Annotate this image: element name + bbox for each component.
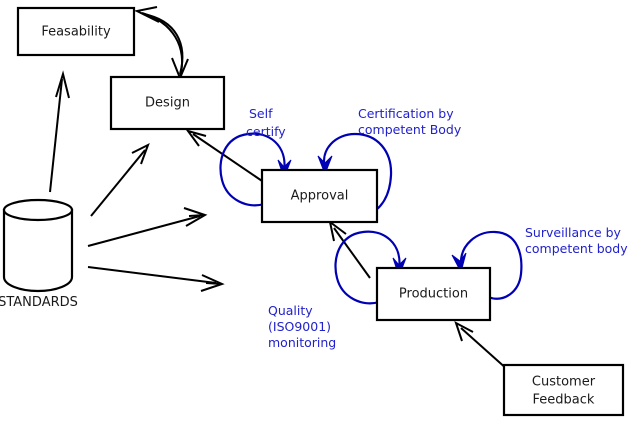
flow-approval-to-design bbox=[185, 129, 269, 186]
annotation-self-certify-line1: Self bbox=[249, 106, 273, 121]
node-approval[interactable]: Approval bbox=[260, 168, 379, 224]
flow-customer-feedback-to-production bbox=[454, 320, 509, 371]
flow-standards-to-design bbox=[90, 142, 150, 217]
annotation-self-certify-line2: certify bbox=[246, 124, 286, 139]
node-customer-feedback[interactable]: Customer Feedback bbox=[502, 363, 625, 417]
annotation-surveillance-line1: Surveillance by bbox=[525, 225, 622, 240]
node-customer-feedback-label-line2: Feedback bbox=[533, 393, 595, 408]
flow-feasability-to-design bbox=[142, 13, 189, 81]
node-production-label: Production bbox=[399, 287, 468, 302]
node-customer-feedback-label-line1: Customer bbox=[532, 375, 596, 390]
annotation-quality-line2: (ISO9001) bbox=[268, 319, 331, 334]
node-approval-label: Approval bbox=[291, 189, 349, 204]
loop-certification-by-competent-body bbox=[317, 132, 393, 215]
flow-standards-to-approval bbox=[87, 207, 208, 247]
datastore-standards-label: STANDARDS bbox=[0, 295, 78, 310]
node-feasability-label: Feasability bbox=[41, 25, 111, 40]
annotation-quality-line1: Quality bbox=[268, 303, 313, 318]
flow-standards-to-feasability bbox=[49, 70, 70, 193]
annotation-self-certify: Self certify bbox=[246, 106, 286, 139]
flow-standards-to-production bbox=[87, 266, 225, 292]
node-feasability[interactable]: Feasability bbox=[16, 6, 136, 57]
annotation-certification-line1: Certification by bbox=[358, 106, 454, 121]
node-design-label: Design bbox=[145, 96, 190, 111]
node-production[interactable]: Production bbox=[375, 266, 492, 322]
annotation-quality-line3: monitoring bbox=[268, 335, 336, 350]
loop-surveillance bbox=[451, 230, 523, 300]
annotation-surveillance-by-competent-body: Surveillance by competent body bbox=[525, 225, 628, 256]
node-design[interactable]: Design bbox=[109, 75, 226, 131]
annotation-certification-by-competent-body: Certification by competent Body bbox=[358, 106, 462, 137]
datastore-standards[interactable]: STANDARDS bbox=[0, 198, 78, 310]
annotation-surveillance-line2: competent body bbox=[525, 241, 628, 256]
annotation-quality-monitoring: Quality (ISO9001) monitoring bbox=[268, 303, 336, 350]
annotation-certification-line2: competent Body bbox=[358, 122, 462, 137]
